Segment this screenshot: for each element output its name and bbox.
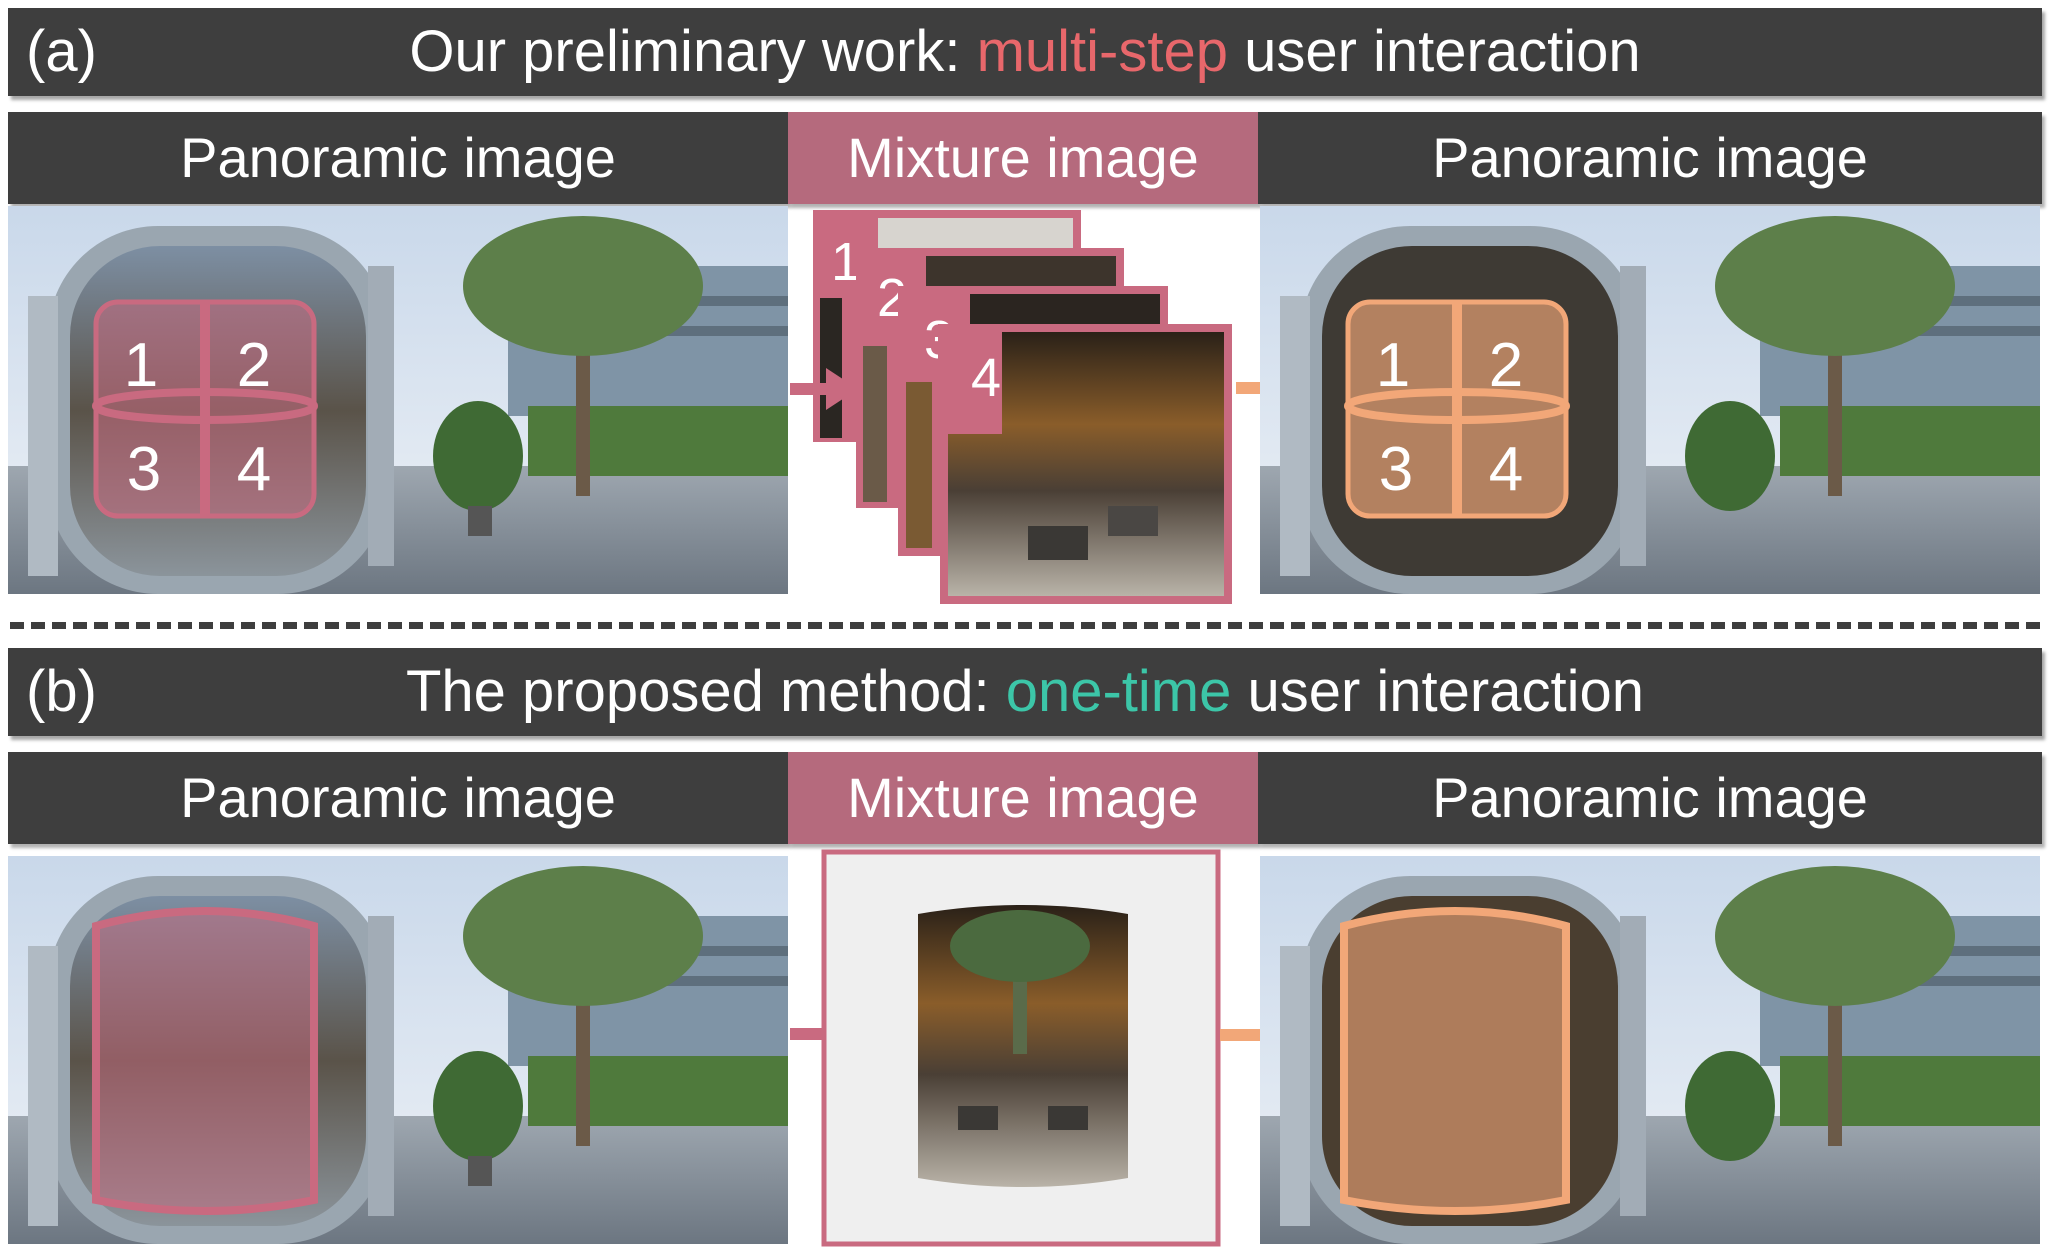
section-b-title-highlight: one-time (1005, 659, 1232, 724)
region-number-3: 3 (127, 435, 161, 504)
output-region-number-4: 4 (1489, 435, 1523, 504)
section-a-header-middle: Mixture image (788, 112, 1258, 204)
section-a-title-prefix: Our preliminary work: (409, 19, 977, 84)
section-a-title: Our preliminary work: multi-step user in… (8, 18, 2042, 85)
section-a-header-right: Panoramic image (1258, 112, 2042, 204)
section-a-input-panorama: 1 2 3 4 (8, 206, 788, 594)
output-region-number-2: 2 (1489, 331, 1523, 400)
section-b-output-panorama (1258, 856, 2042, 1244)
section-b-title-prefix: The proposed method: (405, 659, 1006, 724)
section-a-mixture-stack: 1 2 3 4 (790, 210, 1232, 604)
section-b-mixture-image (790, 849, 1221, 1247)
region-number-4: 4 (237, 435, 271, 504)
output-region-number-3: 3 (1379, 435, 1413, 504)
region-number-2: 2 (237, 331, 271, 400)
section-b-header-left: Panoramic image (8, 752, 788, 844)
region-overlay (92, 907, 318, 1215)
region-number-1: 1 (124, 331, 158, 400)
section-a-label: (a) (26, 19, 97, 84)
section-a-title-highlight: multi-step (976, 19, 1228, 84)
region-overlay: 1 2 3 4 (1344, 299, 1570, 519)
section-b-title-bar: (b) The proposed method: one-time user i… (8, 648, 2042, 736)
section-a-title-suffix: user interaction (1227, 19, 1641, 84)
section-b-label: (b) (26, 659, 97, 724)
section-b-header-middle: Mixture image (788, 752, 1258, 844)
section-b-title: The proposed method: one-time user inter… (8, 658, 2042, 725)
section-a-title-bar: (a) Our preliminary work: multi-step use… (8, 8, 2042, 96)
section-a-output-panorama: 1 2 3 4 (1258, 206, 2042, 594)
section-b-input-panorama (8, 856, 788, 1244)
section-b-header-right: Panoramic image (1258, 752, 2042, 844)
output-region-number-1: 1 (1376, 331, 1410, 400)
section-separator (10, 622, 2040, 629)
section-a-header-left: Panoramic image (8, 112, 788, 204)
mixture-card-number-4: 4 (971, 348, 1001, 408)
mixture-card-4: 4 (938, 324, 1232, 604)
arrow-into-mixture-a (790, 368, 858, 410)
section-b-title-suffix: user interaction (1231, 659, 1645, 724)
region-overlay (1340, 907, 1570, 1215)
region-overlay: 1 2 3 4 (92, 299, 318, 519)
